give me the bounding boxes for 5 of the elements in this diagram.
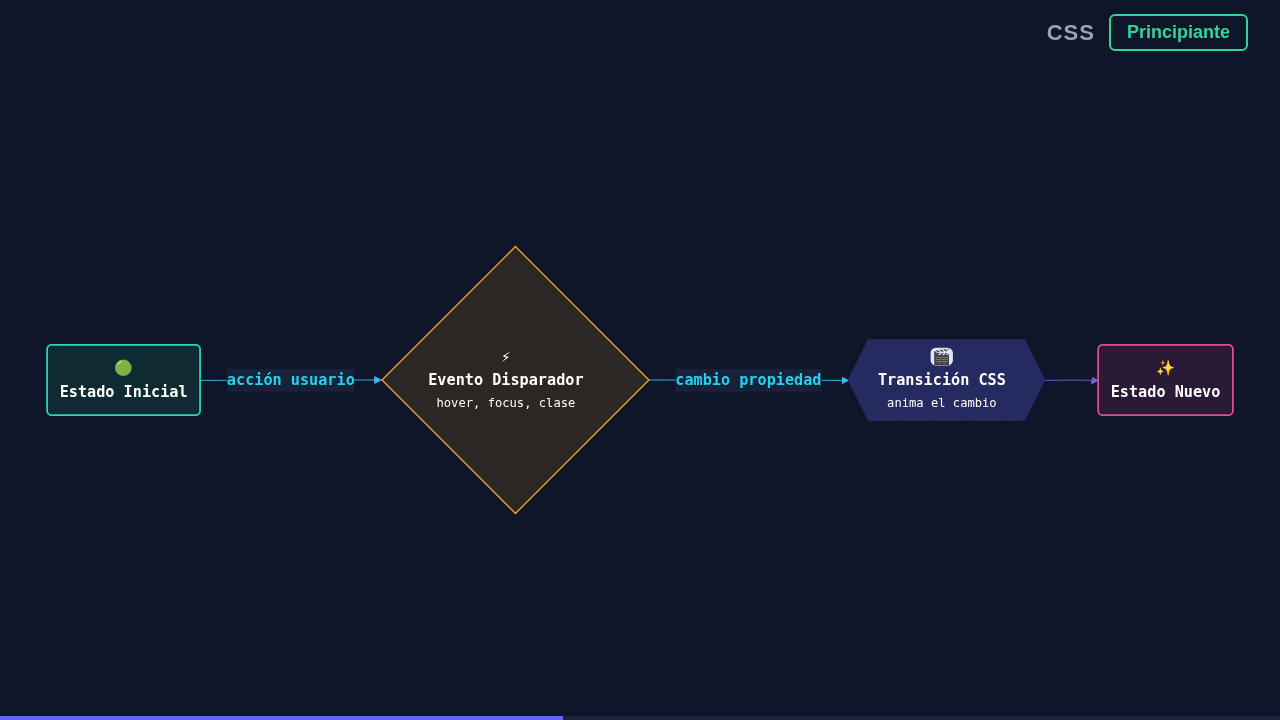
edge-label: acción usuario [226,370,355,389]
node-diamond: ⚡ Evento Disparador hover, focus, clase [381,245,650,515]
topic-label: CSS [1046,19,1095,46]
level-badge: Principiante [1108,14,1248,51]
edge-label: cambio propiedad [675,370,822,389]
